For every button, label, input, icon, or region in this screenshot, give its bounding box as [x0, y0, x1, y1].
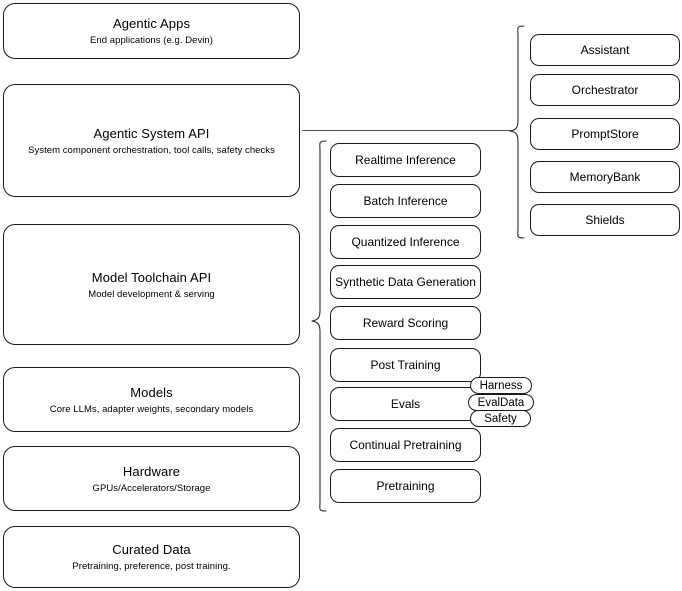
layer-hardware[interactable]: Hardware GPUs/Accelerators/Storage: [3, 446, 300, 511]
component-label: PromptStore: [571, 126, 639, 141]
layer-title: Agentic System API: [93, 125, 210, 141]
capability-label: Reward Scoring: [362, 315, 449, 330]
capability-pretraining[interactable]: Pretraining: [330, 469, 481, 503]
layer-curated-data[interactable]: Curated Data Pretraining, preference, po…: [3, 526, 300, 588]
component-promptstore[interactable]: PromptStore: [530, 118, 680, 150]
capability-evals[interactable]: Evals: [330, 387, 481, 421]
layer-model-toolchain-api[interactable]: Model Toolchain API Model development & …: [3, 224, 300, 345]
layer-subtitle: GPUs/Accelerators/Storage: [92, 482, 211, 494]
layer-subtitle: Pretraining, preference, post training.: [72, 561, 231, 572]
layer-subtitle: System component orchestration, tool cal…: [28, 144, 275, 156]
layer-models[interactable]: Models Core LLMs, adapter weights, secon…: [3, 367, 300, 432]
capability-label: Evals: [390, 396, 421, 411]
component-memorybank[interactable]: MemoryBank: [530, 161, 680, 193]
component-label: Assistant: [580, 42, 630, 57]
layer-title: Curated Data: [112, 542, 191, 557]
layer-title: Model Toolchain API: [91, 269, 212, 285]
layer-agentic-apps[interactable]: Agentic Apps End applications (e.g. Devi…: [3, 3, 300, 59]
layer-title: Agentic Apps: [112, 16, 191, 31]
eval-tag-label: Safety: [484, 412, 517, 425]
component-shields[interactable]: Shields: [530, 204, 680, 236]
capability-label: Realtime Inference: [355, 152, 456, 167]
eval-tag-evaldata[interactable]: EvalData: [468, 394, 534, 411]
eval-tag-safety[interactable]: Safety: [470, 410, 531, 427]
component-label: Orchestrator: [571, 82, 639, 97]
capability-batch-inference[interactable]: Batch Inference: [330, 184, 481, 218]
layer-subtitle: End applications (e.g. Devin): [90, 35, 213, 46]
capability-post-training[interactable]: Post Training: [330, 348, 481, 382]
capability-label: Quantized Inference: [351, 234, 460, 249]
capability-continual-pretraining[interactable]: Continual Pretraining: [330, 428, 481, 462]
eval-tag-label: Harness: [479, 379, 523, 392]
component-label: MemoryBank: [569, 169, 641, 184]
capability-quantized-inference[interactable]: Quantized Inference: [330, 225, 481, 259]
layer-agentic-system-api[interactable]: Agentic System API System component orch…: [3, 84, 300, 197]
layer-subtitle: Core LLMs, adapter weights, secondary mo…: [49, 403, 254, 415]
eval-tag-harness[interactable]: Harness: [470, 377, 532, 394]
component-orchestrator[interactable]: Orchestrator: [530, 74, 680, 106]
component-assistant[interactable]: Assistant: [530, 34, 680, 66]
brace-toolchain-capabilities: [306, 138, 328, 518]
capability-realtime-inference[interactable]: Realtime Inference: [330, 143, 481, 177]
layer-subtitle: Model development & serving: [88, 288, 215, 300]
capability-label: Batch Inference: [363, 193, 448, 208]
capability-label: Post Training: [370, 357, 441, 372]
component-label: Shields: [585, 212, 625, 227]
layer-title: Models: [130, 384, 173, 400]
capability-label: Continual Pretraining: [349, 437, 462, 452]
eval-tag-label: EvalData: [477, 396, 525, 409]
capability-label: Pretraining: [376, 478, 435, 493]
capability-reward-scoring[interactable]: Reward Scoring: [330, 306, 481, 340]
brace-system-components: [504, 24, 526, 244]
capability-label: Synthetic Data Generation: [335, 274, 476, 289]
capability-synthetic-data-generation[interactable]: Synthetic Data Generation: [330, 265, 481, 299]
layer-title: Hardware: [122, 463, 181, 479]
connector-system-api-to-components: [302, 130, 511, 131]
